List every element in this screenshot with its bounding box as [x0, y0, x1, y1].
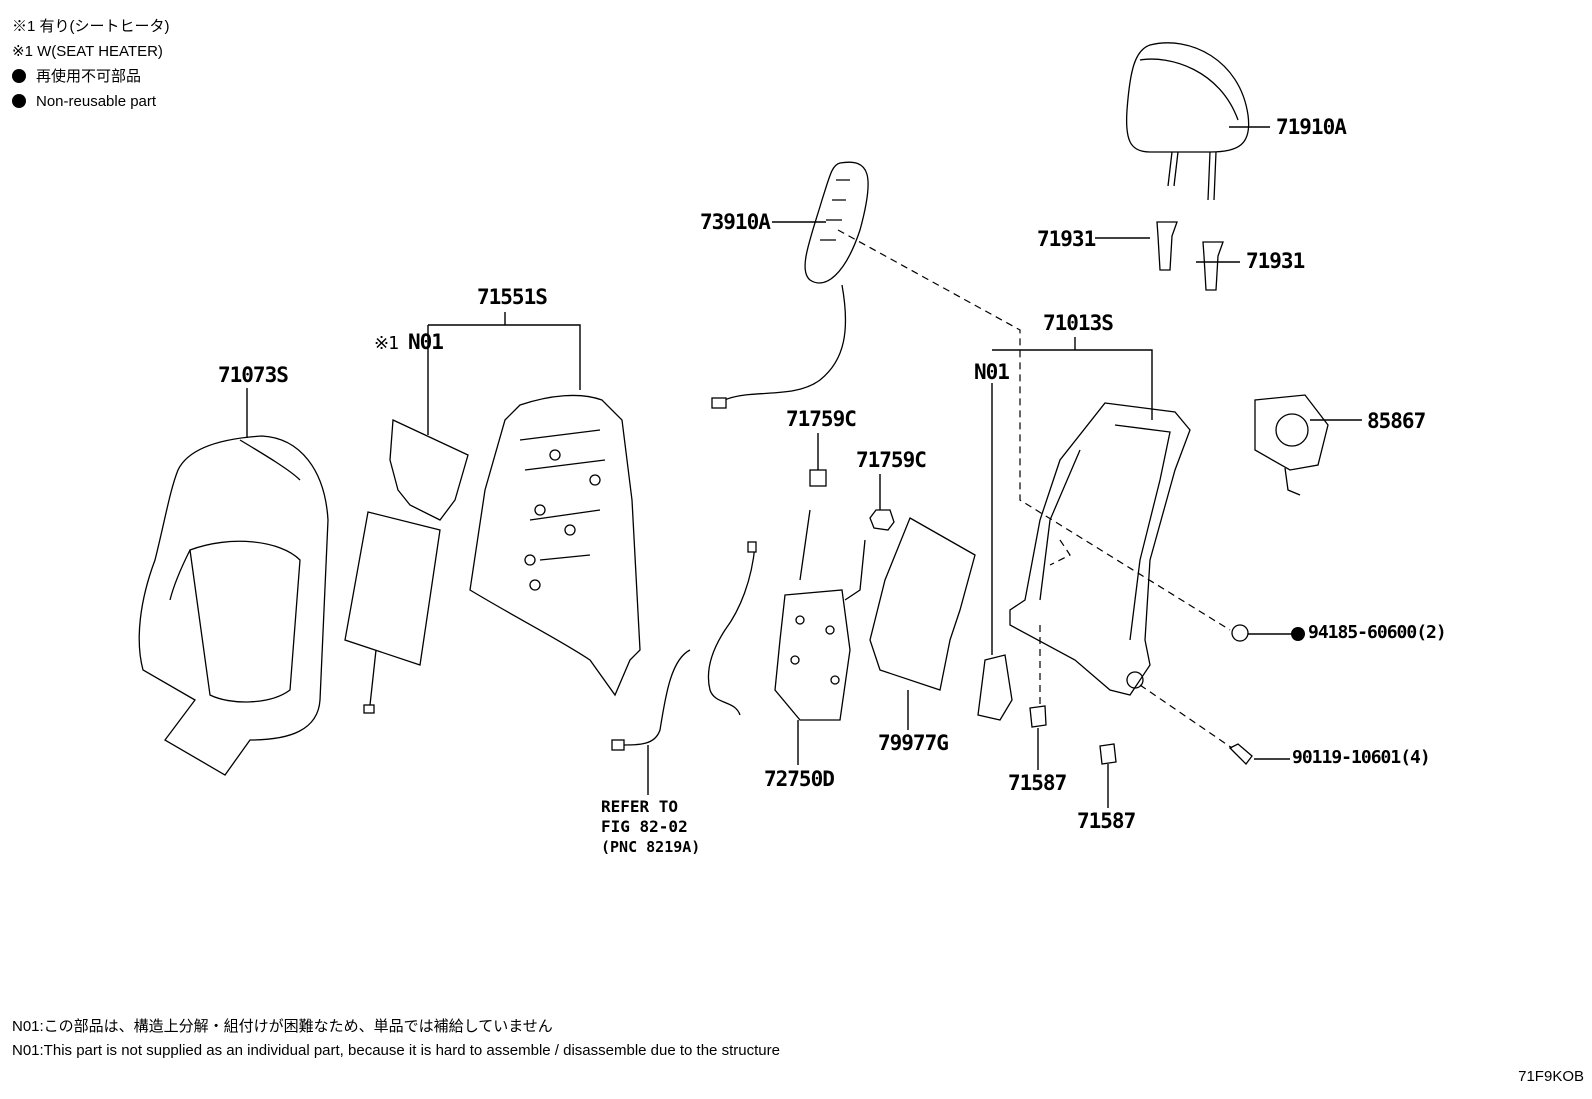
refer-line-3: (PNC 8219A) — [601, 838, 701, 856]
footnote-jp: N01:この部品は、構造上分解・組付けが困難なため、単品では補給していません — [12, 1018, 553, 1035]
pad-drawing — [869, 517, 976, 691]
seatback-frame-drawing — [977, 402, 1191, 721]
legend: ※1 有り(シートヒータ) ※1 W(SEAT HEATER) 再使用不可部品 … — [12, 14, 170, 114]
bullet-icon — [12, 94, 26, 108]
part-label-71587-a: 71587 — [1008, 771, 1067, 795]
airbag-sensor-drawing — [1254, 394, 1329, 496]
part-label-79977G: 79977G — [878, 731, 949, 755]
clip-drawing — [809, 469, 827, 487]
refer-line-2: FIG 82-02 — [601, 817, 688, 836]
lumbar-support-drawing — [774, 509, 866, 721]
legend-seat-heater-en: ※1 W(SEAT HEATER) — [12, 43, 163, 60]
part-label-71551S: 71551S — [477, 285, 548, 309]
legend-seat-heater-jp: ※1 有り(シートヒータ) — [12, 18, 170, 35]
clip-drawing — [869, 509, 895, 531]
part-label-71910A: 71910A — [1276, 115, 1347, 139]
part-label-71013S: 71013S — [1043, 311, 1114, 335]
clip-drawing — [1099, 743, 1117, 765]
part-label-73910A: 73910A — [700, 210, 771, 234]
part-label-n01-a: N01 — [408, 330, 444, 354]
bolt-drawing — [1228, 743, 1253, 765]
bullet-icon — [12, 69, 26, 83]
seatback-pad-drawing — [469, 394, 641, 697]
part-label-71073S: 71073S — [218, 363, 289, 387]
headrest-drawing — [1125, 42, 1250, 201]
part-label-71759C-a: 71759C — [786, 407, 857, 431]
headrest-guide-drawing — [1156, 221, 1224, 291]
clip-drawing — [1029, 705, 1047, 728]
part-label-72750D: 72750D — [764, 767, 835, 791]
part-label-71931-b: 71931 — [1246, 249, 1305, 273]
part-label-94185-60600: 94185-60600(2) — [1308, 622, 1447, 643]
wire-harness-drawing — [611, 541, 757, 751]
footnote-en: N01:This part is not supplied as an indi… — [12, 1042, 780, 1059]
refer-line-1: REFER TO — [601, 797, 679, 816]
part-label-71759C-b: 71759C — [856, 448, 927, 472]
part-label-85867: 85867 — [1367, 409, 1426, 433]
non-reusable-marker-icon — [1291, 627, 1305, 641]
refer-to-note: REFER TO FIG 82-02 (PNC 8219A) — [601, 797, 700, 857]
figure-code: 71F9KOB — [1518, 1068, 1584, 1085]
seat-heater-mark: ※1 — [374, 333, 399, 354]
seat-heater-drawing — [344, 419, 469, 714]
legend-non-reusable-en: Non-reusable part — [12, 89, 170, 114]
part-label-n01-b: N01 — [974, 360, 1010, 384]
part-label-90119-10601: 90119-10601(4) — [1292, 747, 1431, 768]
nut-drawing — [1231, 624, 1249, 642]
seatback-cover-drawing — [138, 435, 329, 776]
side-airbag-drawing — [711, 161, 869, 409]
legend-non-reusable-jp: 再使用不可部品 — [12, 64, 170, 89]
part-label-71931-a: 71931 — [1037, 227, 1096, 251]
part-label-71587-b: 71587 — [1077, 809, 1136, 833]
